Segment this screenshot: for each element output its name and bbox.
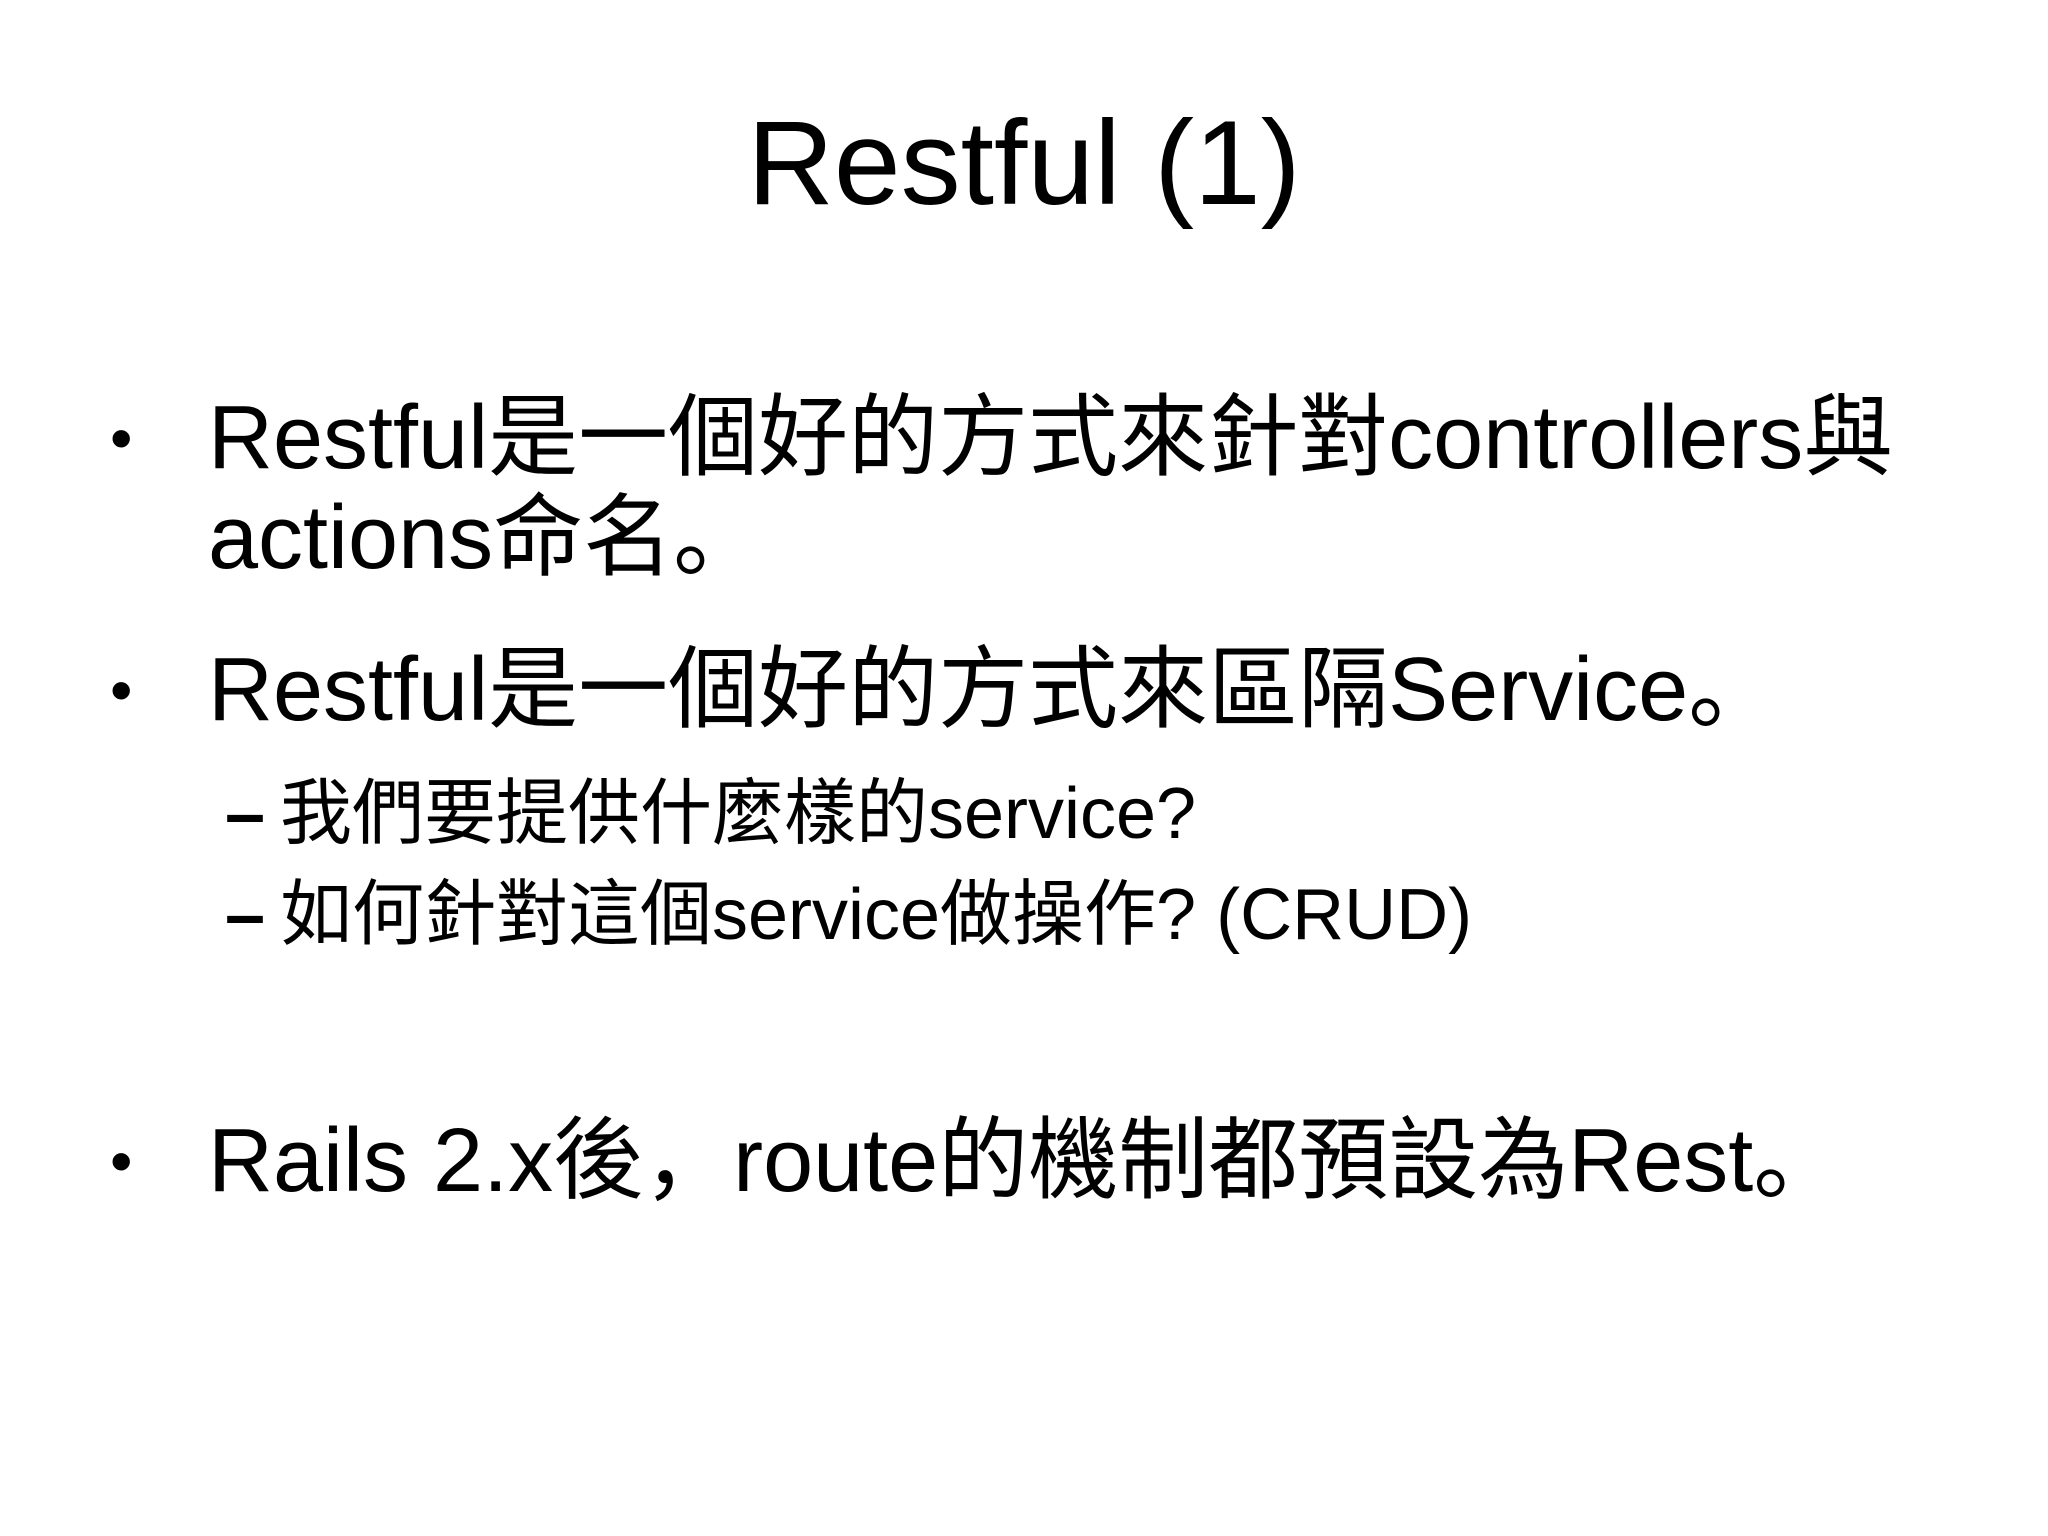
bullet-dot-icon: • [110, 1125, 133, 1197]
bullet-text: Rails 2.x後，route的機制都預設為Rest。 [208, 1111, 1844, 1211]
slide-body: • Restful是一個好的方式來針對controllers與actions命名… [0, 388, 2048, 1211]
bullet-dot-icon: • [110, 654, 133, 726]
slide-title: Restful (1) [747, 96, 1301, 230]
bullet-text: Restful是一個好的方式來針對controllers與actions命名。 [208, 388, 1894, 588]
dash-marker-icon: – [225, 774, 266, 854]
sub-bullet-text: 如何針對這個service做操作? (CRUD) [280, 875, 1473, 955]
bullet-item: • Rails 2.x後，route的機制都預設為Rest。 [0, 1111, 2048, 1211]
bullet-dot-icon: • [110, 402, 133, 474]
sub-bullet-item: – 如何針對這個service做操作? (CRUD) [0, 867, 2048, 963]
sub-bullet-item: – 我們要提供什麼樣的service? [0, 766, 2048, 862]
bullet-item: • Restful是一個好的方式來區隔Service。 [0, 640, 2048, 740]
sub-bullet-text: 我們要提供什麼樣的service? [280, 774, 1197, 854]
dash-marker-icon: – [225, 875, 266, 955]
bullet-text: Restful是一個好的方式來區隔Service。 [208, 640, 1779, 740]
bullet-item: • Restful是一個好的方式來針對controllers與actions命名… [0, 388, 2048, 588]
